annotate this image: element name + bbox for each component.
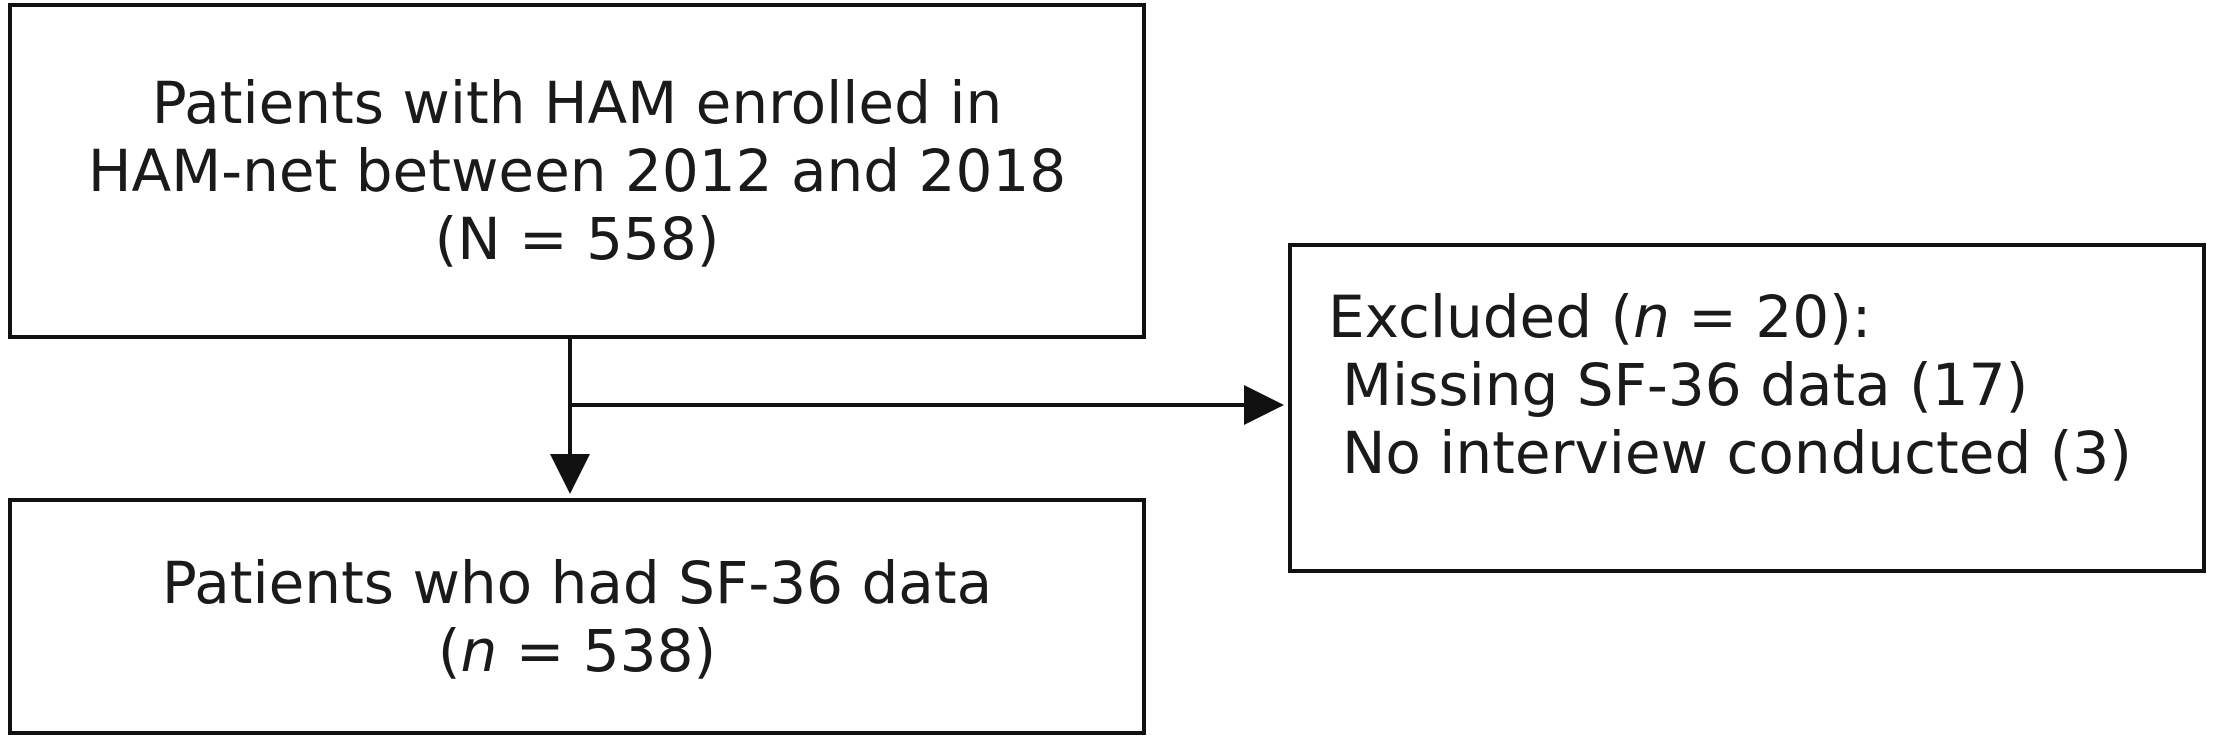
excluded-reason-no-interview: No interview conducted (3) xyxy=(1342,419,2132,487)
included-count: (n = 538) xyxy=(437,616,717,685)
excluded-patients-box: Excluded (n = 20): Missing SF-36 data (1… xyxy=(1288,243,2206,573)
enrolled-count: (N = 558) xyxy=(434,205,720,273)
included-patients-box: Patients who had SF-36 data (n = 538) xyxy=(8,498,1146,735)
included-line-1: Patients who had SF-36 data xyxy=(161,548,993,617)
enrolled-line-2: HAM-net between 2012 and 2018 xyxy=(87,137,1067,205)
excluded-heading: Excluded (n = 20): xyxy=(1328,283,1872,351)
excluded-reason-missing-data: Missing SF-36 data (17) xyxy=(1342,351,2029,419)
enrolled-patients-box: Patients with HAM enrolled in HAM-net be… xyxy=(8,3,1146,339)
enrolled-line-1: Patients with HAM enrolled in xyxy=(151,69,1003,137)
